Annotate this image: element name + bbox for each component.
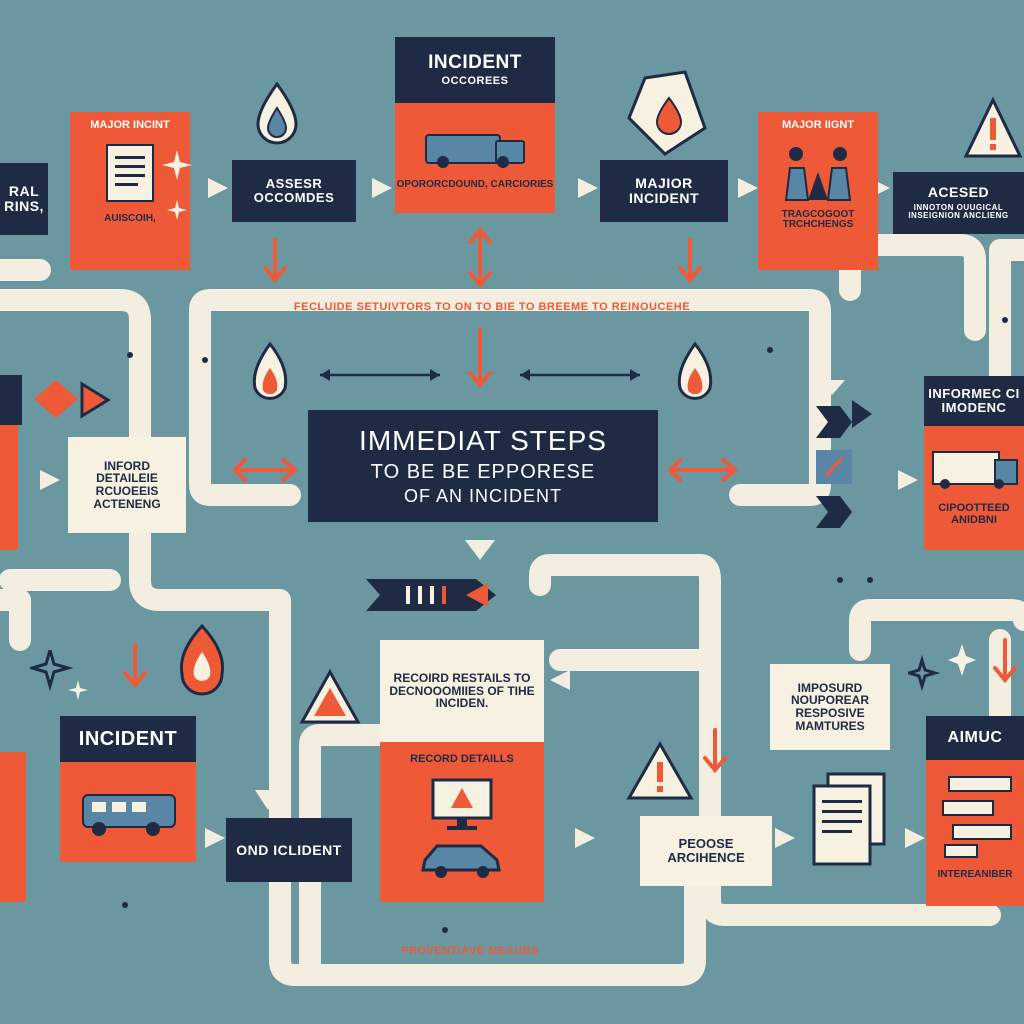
left-edge-orange-card [0, 425, 18, 550]
bottom-incident-title: INCIDENT [78, 727, 178, 750]
ond-incident-label: OND ICLIDENT [236, 841, 342, 858]
center-title-box: IMMEDIAT STEPS TO BE BE EPPORESE OF AN I… [308, 410, 658, 522]
bottom-incident-card [60, 762, 196, 862]
pecorse-box: PEOOSE ARCIHENCE [640, 816, 772, 886]
computer-alert-icon [431, 778, 493, 830]
major-incident-right-card: MAJOR IIGNT TRAGCOGOOT TRCHCHENGS [758, 112, 878, 270]
left-edge-bottom-card [0, 752, 26, 902]
sparkle-icon [908, 644, 976, 692]
record-label: RECOIRD RESTAILS TO DECNOOOMIIES OF TIHE… [389, 671, 535, 711]
record-details-card: RECORD DETAILLS [380, 742, 544, 902]
aimuc-title: AIMUC [947, 728, 1003, 746]
diamond-icon [34, 380, 78, 418]
assesr-label: ASSESR OCCOMDES [253, 176, 335, 205]
flame-icon [179, 623, 225, 696]
inform-label: INFORD DETAILEIE RCUOEEIS ACTENENG [93, 458, 161, 511]
incident-truck-card: OPORORCDOUND, CARCIORIES [395, 103, 555, 213]
incident-caption: OPORORCDOUND, CARCIORIES [396, 178, 554, 190]
flame-icon [252, 341, 288, 400]
center-title-line3: OF AN INCIDENT [403, 485, 562, 506]
warning-icon [963, 96, 1023, 158]
aimuc-caption: INTEREANIBER [937, 869, 1013, 880]
truck-icon [932, 449, 1018, 490]
informe-title: INFORMEC CI IMODENC [928, 386, 1020, 415]
imposurd-box: IMPOSURD NOUPOREAR RESPOSIVE MAMTURES [770, 664, 890, 750]
left-edge-box: RAL RINS, [0, 163, 48, 235]
aimuc-card: INTEREANIBER [926, 760, 1024, 906]
record-box: RECOIRD RESTAILS TO DECNOOOMIIES OF TIHE… [380, 640, 544, 742]
major-incident-left-tag: MAJOR INCINT [90, 119, 170, 131]
inform-box: INFORD DETAILEIE RCUOEEIS ACTENENG [68, 437, 186, 533]
ond-incident-box: OND ICLIDENT [226, 818, 352, 882]
assesr-box: ASSESR OCCOMDES [232, 160, 356, 222]
bottom-incident-title-box: INCIDENT [60, 716, 196, 762]
major-incident-left-card: MAJOR INCINT AUISCOIH, [70, 112, 190, 270]
center-title-line2: TO BE BE EPPORESE [370, 460, 596, 483]
major-incident-center-label: MAJIOR INCIDENT [628, 175, 700, 206]
pecorse-label: PEOOSE ARCIHENCE [667, 836, 745, 865]
path-banner-text: FECLUIDE SETUIVTORS TO ON TO BIE TO BREE… [293, 301, 691, 313]
left-edge-label: RAL RINS, [4, 183, 44, 214]
papers-icon [812, 772, 886, 866]
informe-card: CIPOOTTEED ANIDBNI [924, 426, 1024, 550]
aimuc-box: AIMUC [926, 716, 1024, 760]
center-title-line1: IMMEDIAT STEPS [359, 425, 607, 457]
acesed-title: ACESED [927, 184, 990, 201]
battery-progress-icon [366, 579, 496, 611]
chevrons-icon [816, 400, 872, 528]
play-icon [80, 381, 111, 419]
left-edge-navy-tab [0, 375, 22, 425]
incident-title-box: INCIDENT OCCOREES [395, 37, 555, 103]
water-drop-icon [256, 81, 298, 145]
sparkle-icon [30, 650, 88, 700]
document-icon [938, 770, 1012, 858]
document-icon [106, 143, 154, 202]
warning-icon [299, 668, 361, 724]
sparkle-icon [162, 150, 192, 220]
van-icon [78, 788, 178, 836]
informe-caption: CIPOOTTEED ANIDBNI [938, 502, 1010, 526]
incident-title: INCIDENT [428, 51, 522, 73]
incident-subtitle: OCCOREES [441, 74, 509, 87]
flame-icon [677, 341, 713, 400]
acesed-box: ACESED INNOTON OUUGICAL INSEIGNION ANCLI… [893, 172, 1024, 234]
handshake-icon [784, 146, 852, 201]
flame-drop-document-icon [627, 70, 707, 156]
informe-box: INFORMEC CI IMODENC [924, 376, 1024, 426]
preventive-caption: PROVENTIAVE MEAUBS [401, 945, 539, 957]
major-incident-right-caption: TRAGCOGOOT TRCHCHENGS [781, 208, 855, 231]
major-incident-center-box: MAJIOR INCIDENT [600, 160, 728, 222]
truck-icon [425, 126, 525, 168]
major-incident-left-caption: AUISCOIH, [104, 212, 156, 224]
record-details-label: RECORD DETAILLS [410, 753, 514, 765]
imposurd-label: IMPOSURD NOUPOREAR RESPOSIVE MAMTURES [790, 680, 869, 733]
major-incident-right-tag: MAJOR IIGNT [781, 119, 855, 131]
warning-icon [626, 740, 694, 800]
acesed-sub: INNOTON OUUGICAL INSEIGNION ANCLIENG [908, 202, 1009, 221]
car-icon [421, 844, 501, 878]
